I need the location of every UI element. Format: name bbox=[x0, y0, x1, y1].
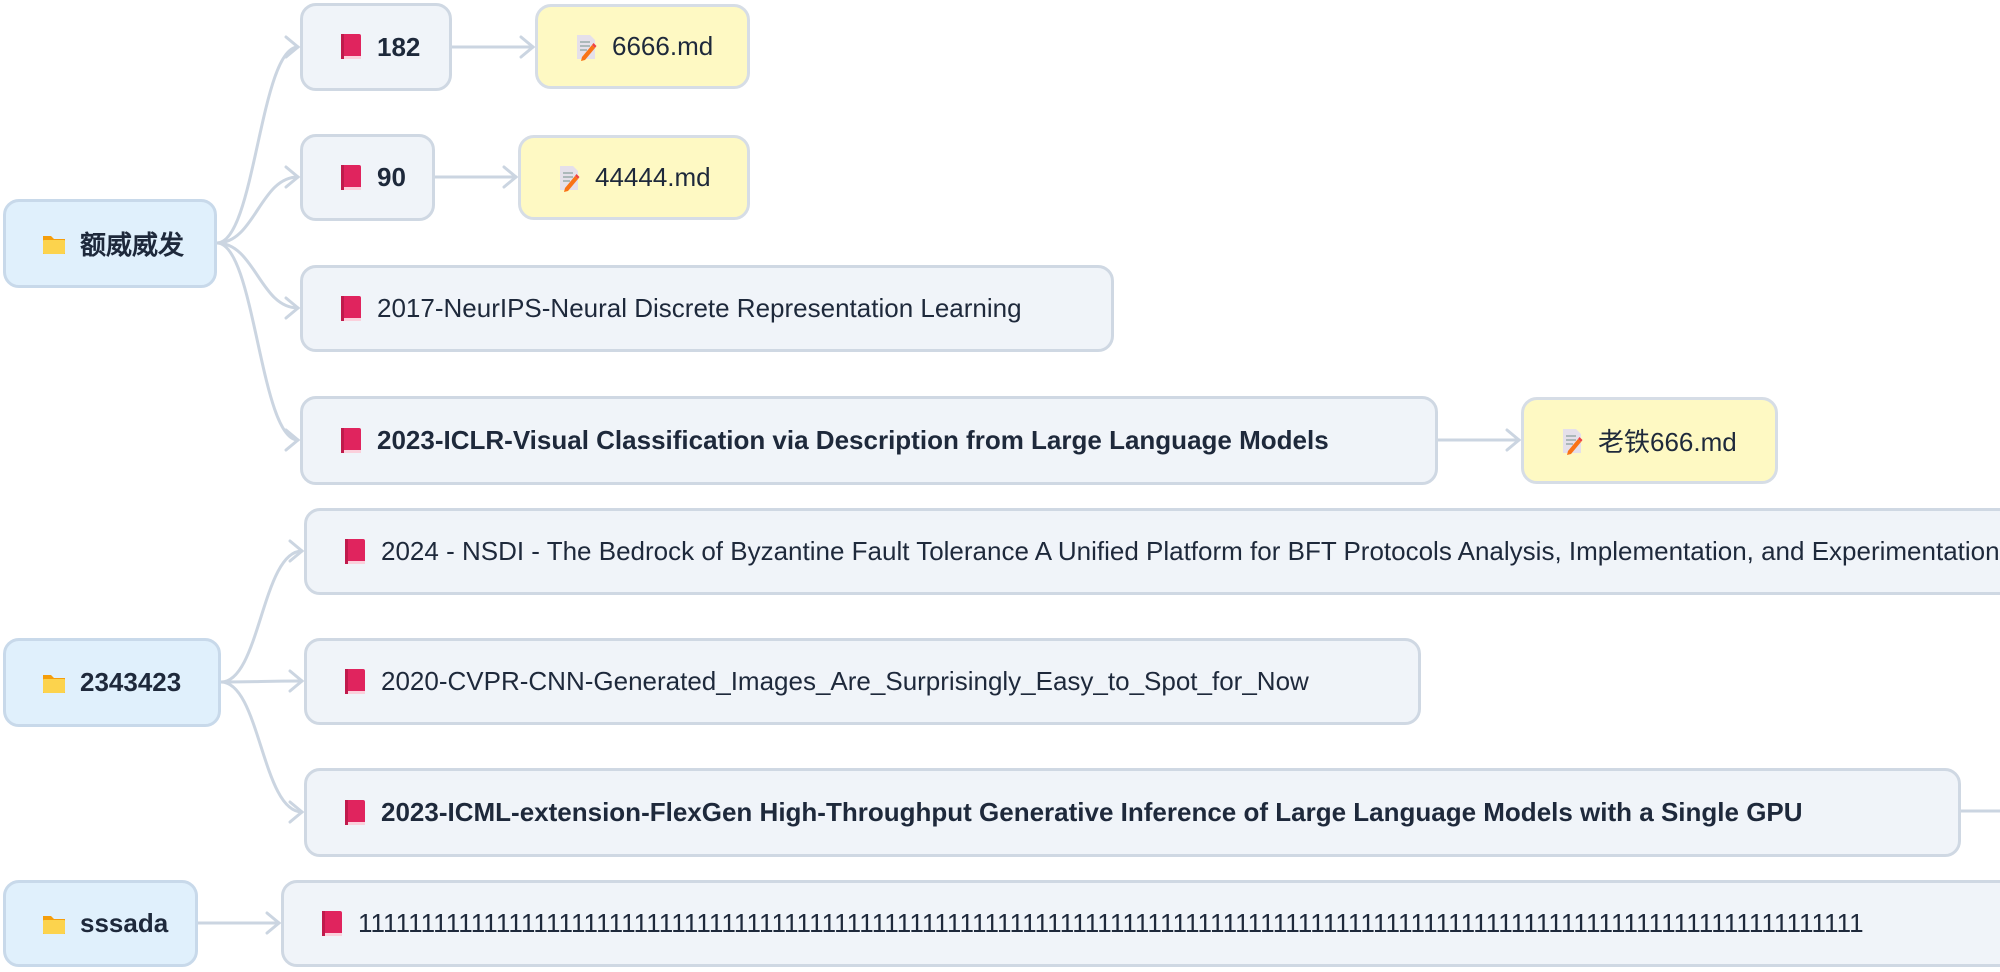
edge bbox=[219, 680, 304, 814]
paper-node[interactable]: 2024 - NSDI - The Bedrock of Byzantine F… bbox=[304, 508, 2000, 595]
edge bbox=[219, 679, 304, 684]
edge bbox=[215, 241, 300, 442]
paper-node[interactable]: 90 bbox=[300, 134, 435, 221]
node-label: 2024 - NSDI - The Bedrock of Byzantine F… bbox=[381, 536, 2000, 566]
node-label: 182 bbox=[377, 31, 421, 62]
node-label: 6666.md bbox=[612, 31, 714, 61]
edge bbox=[215, 241, 300, 310]
folder-node[interactable]: sssada bbox=[3, 880, 198, 967]
note-node[interactable]: 老铁666.md bbox=[1521, 397, 1778, 484]
node-label: 1111111111111111111111111111111111111111… bbox=[358, 908, 1864, 938]
paper-node[interactable]: 2023-ICML-extension-FlexGen High-Through… bbox=[304, 768, 1961, 857]
node-label: 2023-ICLR-Visual Classification via Desc… bbox=[377, 425, 1329, 455]
folder-icon bbox=[42, 230, 66, 258]
node-label: 2343423 bbox=[80, 667, 182, 697]
book-icon bbox=[343, 799, 367, 827]
folder-node[interactable]: 2343423 bbox=[3, 638, 221, 727]
book-icon bbox=[339, 427, 363, 455]
folder-node[interactable]: 额威威发 bbox=[3, 199, 217, 288]
paper-node[interactable]: 2017-NeurIPS-Neural Discrete Representat… bbox=[300, 265, 1114, 352]
node-label: 2020-CVPR-CNN-Generated_Images_Are_Surpr… bbox=[381, 666, 1309, 696]
paper-node[interactable]: 2020-CVPR-CNN-Generated_Images_Are_Surpr… bbox=[304, 638, 1421, 725]
node-label: 44444.md bbox=[595, 162, 711, 192]
book-icon bbox=[343, 668, 367, 696]
node-label: 2023-ICML-extension-FlexGen High-Through… bbox=[381, 797, 1803, 827]
node-label: 2017-NeurIPS-Neural Discrete Representat… bbox=[377, 293, 1022, 323]
paper-node[interactable]: 2023-ICLR-Visual Classification via Desc… bbox=[300, 396, 1438, 485]
edge bbox=[219, 549, 304, 684]
book-icon bbox=[343, 538, 367, 566]
arrowheads bbox=[265, 35, 1522, 935]
memo-icon bbox=[1560, 427, 1584, 455]
edge bbox=[215, 45, 300, 245]
book-icon bbox=[339, 164, 363, 192]
paper-node[interactable]: 182 bbox=[300, 3, 452, 91]
book-icon bbox=[320, 910, 344, 938]
note-node[interactable]: 6666.md bbox=[535, 4, 750, 89]
paper-node[interactable]: 1111111111111111111111111111111111111111… bbox=[281, 880, 2000, 967]
node-label: 90 bbox=[377, 162, 406, 192]
folder-icon bbox=[42, 669, 66, 697]
note-node[interactable]: 44444.md bbox=[518, 135, 750, 220]
node-label: 额威威发 bbox=[80, 230, 185, 260]
node-label: 老铁666.md bbox=[1598, 427, 1737, 457]
book-icon bbox=[339, 33, 363, 61]
book-icon bbox=[339, 295, 363, 323]
folder-icon bbox=[42, 910, 66, 938]
edge bbox=[215, 175, 300, 245]
node-label: sssada bbox=[80, 908, 169, 938]
memo-icon bbox=[574, 33, 598, 61]
memo-icon bbox=[557, 164, 581, 192]
